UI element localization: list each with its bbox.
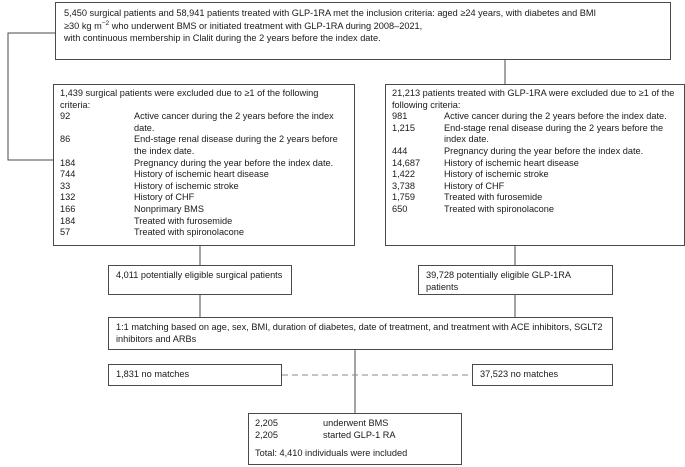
list-item-count: 33: [60, 180, 71, 191]
list-item-count: 92: [60, 111, 71, 122]
inclusion-text-line1: 5,450 surgical patients and 58,941 patie…: [64, 8, 597, 18]
list-item-count: 1,422: [392, 169, 415, 180]
list-item-label: Active cancer during the 2 years before …: [444, 111, 667, 122]
list-item: 1,422 History of ischemic stroke: [392, 169, 678, 181]
list-item-count: 166: [60, 203, 76, 214]
list-item-count: 981: [392, 111, 408, 122]
list-item-label: Treated with furosemide: [444, 192, 543, 203]
list-item-count: 132: [60, 192, 76, 203]
list-item-label: Pregnancy during the year before the ind…: [444, 145, 644, 156]
list-item: 981 Active cancer during the 2 years befo…: [392, 111, 678, 123]
inclusion-box: 5,450 surgical patients and 58,941 patie…: [55, 2, 671, 60]
list-item: 744 History of ischemic heart disease: [60, 169, 348, 181]
list-item-label: History of ischemic heart disease: [444, 157, 579, 168]
list-item-count: 744: [60, 169, 76, 180]
surgical-exclusion-box: 1,439 surgical patients were excluded du…: [53, 84, 355, 246]
list-item-label: Nonprimary BMS: [134, 203, 204, 214]
inclusion-text-line2: ≥30 kg m−2 who underwent BMS or initiate…: [64, 20, 662, 33]
list-item-count: 14,687: [392, 157, 421, 168]
list-item-label: Active cancer during the 2 years before …: [134, 111, 334, 133]
list-item: 184 Treated with furosemide: [60, 216, 348, 228]
list-item: 1,215 End-stage renal disease during the …: [392, 123, 678, 146]
list-item-count: 650: [392, 203, 408, 214]
glp-nomatch-text: 37,523 no matches: [480, 369, 559, 379]
list-item-count: 86: [60, 134, 71, 145]
surgical-nomatch-text: 1,831 no matches: [116, 369, 190, 379]
list-item: 3,738 History of CHF: [392, 181, 678, 193]
list-item-count: 57: [60, 227, 71, 238]
list-item-count: 2,205: [255, 418, 278, 428]
list-item: 33 History of ischemic stroke: [60, 181, 348, 193]
surgical-nomatch-box: 1,831 no matches: [108, 364, 282, 386]
glp-nomatch-box: 37,523 no matches: [472, 364, 613, 386]
list-item: 14,687 History of ischemic heart disease: [392, 158, 678, 170]
inclusion-bms-text: who underwent BMS or initiated treatment…: [109, 20, 423, 31]
final-total-text: Total: 4,410 individuals were included: [255, 447, 408, 458]
matching-text: 1:1 matching based on age, sex, BMI, dur…: [116, 322, 603, 344]
list-item: 86 End-stage renal disease during the 2 y…: [60, 134, 348, 157]
list-item-label: underwent BMS: [323, 418, 389, 428]
list-item-label: History of CHF: [444, 180, 505, 191]
glp-eligible-text: 39,728 potentially eligible GLP-1RA pati…: [426, 270, 571, 292]
list-item: 2,205 started GLP-1 RA: [255, 430, 455, 442]
list-item: 650 Treated with spironolacone: [392, 204, 678, 216]
list-item-count: 184: [60, 157, 76, 168]
glp-exclusion-header: 21,213 patients treated with GLP-1RA wer…: [392, 88, 675, 110]
list-item-label: History of CHF: [134, 192, 195, 203]
list-item: 1,759 Treated with furosemide: [392, 192, 678, 204]
list-item-label: History of ischemic stroke: [134, 180, 239, 191]
list-item-count: 184: [60, 215, 76, 226]
list-item-label: History of ischemic heart disease: [134, 169, 269, 180]
list-item-label: started GLP-1 RA: [323, 429, 396, 440]
list-item-label: Treated with spironolacone: [134, 227, 244, 238]
inclusion-bmi-text: ≥30 kg m: [64, 20, 102, 31]
list-item-label: Pregnancy during the year before the ind…: [134, 157, 334, 168]
list-item: 2,205 underwent BMS: [255, 418, 455, 430]
surgical-exclusion-header: 1,439 surgical patients were excluded du…: [60, 88, 319, 110]
list-item-count: 1,759: [392, 192, 415, 203]
inclusion-text-line3: with continuous membership in Clalit dur…: [64, 33, 381, 44]
matching-box: 1:1 matching based on age, sex, BMI, dur…: [108, 317, 613, 350]
list-item-label: History of ischemic stroke: [444, 169, 549, 180]
list-item-label: Treated with furosemide: [134, 215, 233, 226]
list-item-count: 444: [392, 145, 408, 156]
list-item: 92 Active cancer during the 2 years befor…: [60, 111, 348, 134]
list-item-label: End-stage renal disease during the 2 yea…: [134, 134, 338, 156]
list-item-label: Treated with spironolacone: [444, 203, 554, 214]
connector-top-to-surgical-exclusion: [7, 32, 55, 161]
list-item: 444 Pregnancy during the year before the …: [392, 146, 678, 158]
list-item: 132 History of CHF: [60, 192, 348, 204]
list-item: 184 Pregnancy during the year before the …: [60, 158, 348, 170]
list-item: 57 Treated with spironolacone: [60, 227, 348, 239]
inclusion-bmi-exponent: −2: [101, 19, 110, 27]
surgical-eligible-box: 4,011 potentially eligible surgical pati…: [108, 265, 292, 295]
list-item-count: 3,738: [392, 180, 415, 191]
glp-exclusion-box: 21,213 patients treated with GLP-1RA wer…: [385, 84, 685, 246]
list-item-label: End-stage renal disease during the 2 yea…: [444, 122, 664, 145]
surgical-eligible-text: 4,011 potentially eligible surgical pati…: [116, 270, 283, 280]
list-item-count: 1,215: [392, 122, 415, 133]
glp-eligible-box: 39,728 potentially eligible GLP-1RA pati…: [418, 265, 613, 295]
list-item: 166 Nonprimary BMS: [60, 204, 348, 216]
list-item-count: 2,205: [255, 429, 278, 440]
